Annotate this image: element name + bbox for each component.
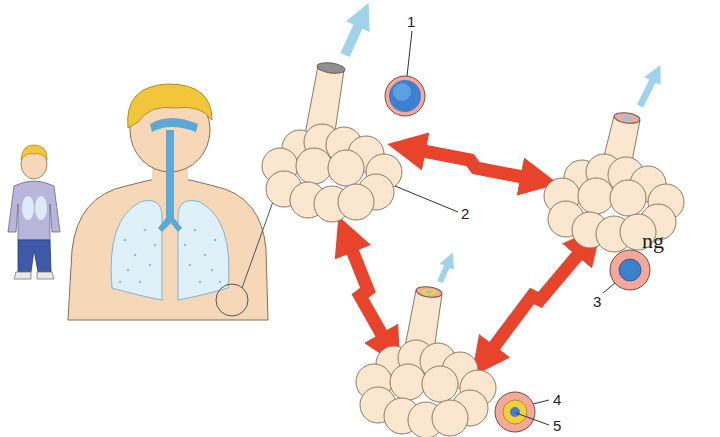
- leader-lines: [395, 31, 615, 425]
- torso-figure: [68, 84, 275, 320]
- callout-number: 3: [593, 294, 601, 309]
- boy-figure: [8, 145, 60, 279]
- callout-number: 1: [407, 14, 415, 29]
- alveoli-bottom: [356, 264, 496, 437]
- callout-number: 4: [553, 392, 561, 407]
- text-fragment: ng: [642, 230, 664, 252]
- callout-number: 5: [553, 418, 561, 433]
- alveoli-top: [262, 22, 402, 222]
- alveoli-right: [544, 78, 684, 252]
- cross-sections: [385, 76, 650, 432]
- callout-number: 2: [461, 206, 469, 221]
